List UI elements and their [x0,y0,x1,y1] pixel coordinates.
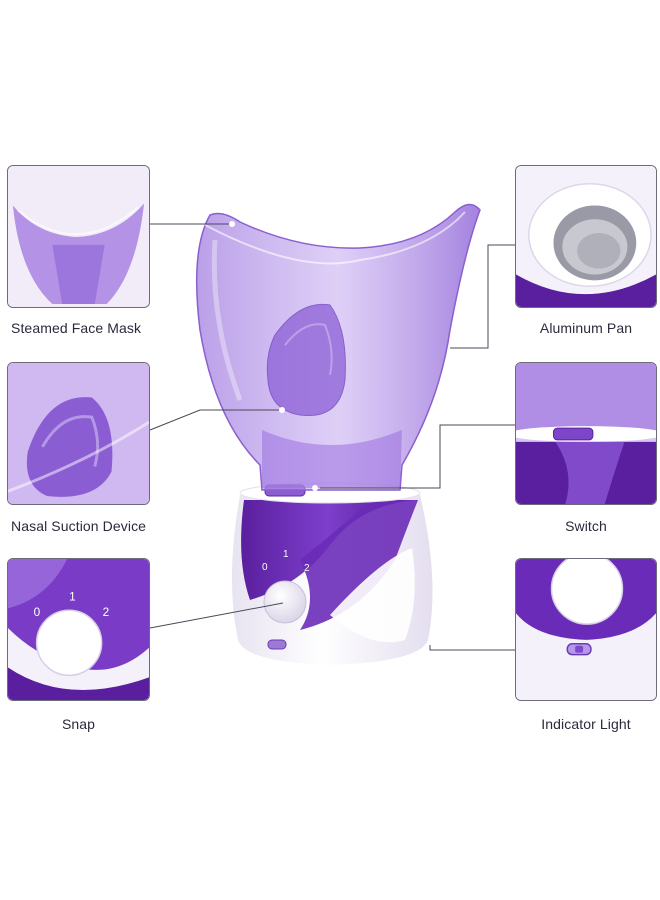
caption-aluminum-pan: Aluminum Pan [539,320,633,336]
dial-mark-2: 2 [304,563,310,574]
leader-lines [149,221,515,651]
snap-mark-1: 1 [69,589,76,603]
steamer-base: 0 1 2 [231,495,433,665]
caption-snap: Snap [61,716,96,732]
pan-closeup [516,166,656,307]
panel-switch [515,362,657,505]
panel-aluminum-pan [515,165,657,308]
knob [263,580,307,624]
snap-mark-2: 2 [103,605,110,619]
face-mask [195,203,481,491]
snap-mark-0: 0 [34,605,41,619]
panel-nasal-suction-device [7,362,150,505]
caption-steamed-face-mask: Steamed Face Mask [11,320,142,336]
panel-steamed-face-mask [7,165,150,308]
indicator-light-icon [267,639,287,650]
snap-closeup: 0 1 2 [8,559,149,700]
switch-closeup [516,363,656,504]
dial-mark-0: 0 [262,562,268,573]
indicator-closeup [516,559,656,700]
caption-indicator-light: Indicator Light [541,716,631,732]
mask-closeup [8,166,149,307]
nasal-closeup [8,363,149,504]
caption-nasal-suction-device: Nasal Suction Device [11,518,147,534]
panel-snap: 0 1 2 [7,558,150,701]
caption-switch: Switch [565,518,607,534]
dial-mark-1: 1 [283,549,289,560]
panel-indicator-light [515,558,657,701]
